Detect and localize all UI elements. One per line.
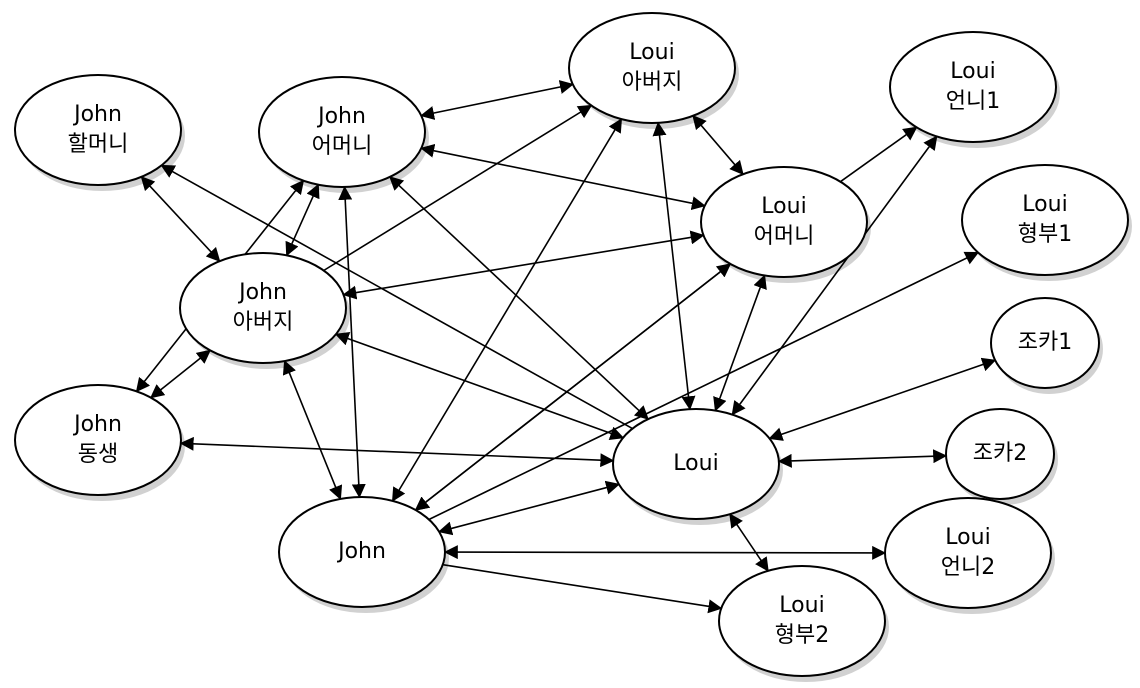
node-label: 동생 xyxy=(78,442,118,467)
edge-john-mom-loui-dad xyxy=(420,80,574,120)
node-label: Loui xyxy=(673,451,718,476)
edge-john-sib-loui xyxy=(179,436,615,468)
node-label: John xyxy=(237,280,287,305)
edge-loui-loui-bil2 xyxy=(729,513,769,572)
edge-loui-nephew2 xyxy=(777,449,948,468)
node-ellipse xyxy=(258,76,426,188)
node-loui-dad: Loui 아버지 xyxy=(568,12,739,129)
node-ellipse xyxy=(278,496,446,608)
node-ellipse xyxy=(990,297,1100,389)
edge-john-loui-mom xyxy=(414,263,732,511)
node-label: John xyxy=(316,104,366,129)
node-john-grandma: John 할머니 xyxy=(14,74,185,191)
node-label: 언니1 xyxy=(946,89,1000,114)
node-loui-sis1: Loui 언니1 xyxy=(889,31,1060,148)
node-john-sib: John 동생 xyxy=(14,384,185,501)
edge-loui-dad-loui-mom xyxy=(692,114,744,176)
node-loui-bil2: Loui 형부2 xyxy=(718,565,889,682)
node-label: John xyxy=(72,412,122,437)
edge-loui-mom-loui-sis1 xyxy=(839,126,918,183)
node-loui-mom: Loui 어머니 xyxy=(700,166,871,283)
node-nephew1: 조카1 xyxy=(990,297,1103,394)
node-label: 어머니 xyxy=(312,134,373,159)
node-label: 형부1 xyxy=(1018,222,1072,247)
node-label: John xyxy=(336,539,386,564)
node-label: 할머니 xyxy=(68,132,129,157)
node-label: Loui xyxy=(779,593,824,618)
edge-john-grandma-john-dad xyxy=(140,176,221,262)
edge-john-mom-loui xyxy=(389,176,649,420)
edge-john-loui-dad xyxy=(391,118,623,502)
node-label: Loui xyxy=(950,59,995,84)
node-label: 어머니 xyxy=(754,224,815,249)
edge-loui-mom-loui xyxy=(713,274,767,412)
node-ellipse xyxy=(568,12,736,124)
node-john-dad: John 아버지 xyxy=(179,252,350,369)
node-john: John xyxy=(278,496,449,613)
node-label: 아버지 xyxy=(233,310,294,335)
edge-john-loui xyxy=(437,480,621,536)
node-label: Loui xyxy=(1022,192,1067,217)
edge-john-dad-john-sib xyxy=(149,349,212,399)
node-ellipse xyxy=(700,166,868,278)
node-label: 조카2 xyxy=(973,441,1027,466)
node-ellipse xyxy=(14,384,182,496)
node-ellipse xyxy=(889,31,1057,143)
edge-john-dad-john xyxy=(282,360,343,500)
node-label: 아버지 xyxy=(622,70,683,95)
node-ellipse xyxy=(884,497,1052,609)
node-ellipse xyxy=(14,74,182,186)
node-ellipse xyxy=(945,408,1055,500)
edges-layer xyxy=(135,80,997,614)
edge-loui-dad-loui xyxy=(652,121,696,411)
edge-loui-nephew1 xyxy=(768,357,997,441)
node-label: 조카1 xyxy=(1018,330,1072,355)
node-loui-bil1: Loui 형부1 xyxy=(961,164,1132,281)
node-loui-sis2: Loui 언니2 xyxy=(884,497,1055,614)
node-label: Loui xyxy=(629,40,674,65)
node-label: John xyxy=(72,102,122,127)
edge-loui-mom-john-dad xyxy=(342,230,705,300)
edge-john-loui-sis2 xyxy=(443,545,887,560)
edge-john-dad-loui xyxy=(334,332,625,440)
node-nephew2: 조카2 xyxy=(945,408,1058,505)
edge-john-loui-bil2 xyxy=(442,563,723,614)
node-ellipse xyxy=(179,252,347,364)
node-label: 언니2 xyxy=(941,555,995,580)
node-ellipse xyxy=(612,408,780,520)
edge-loui-loui-sis1 xyxy=(731,135,938,416)
node-ellipse xyxy=(961,164,1129,276)
node-label: Loui xyxy=(945,525,990,550)
node-ellipse xyxy=(718,565,886,677)
node-label: 형부2 xyxy=(775,623,829,648)
node-label: Loui xyxy=(761,194,806,219)
node-loui: Loui xyxy=(612,408,783,525)
node-john-mom: John 어머니 xyxy=(258,76,429,193)
